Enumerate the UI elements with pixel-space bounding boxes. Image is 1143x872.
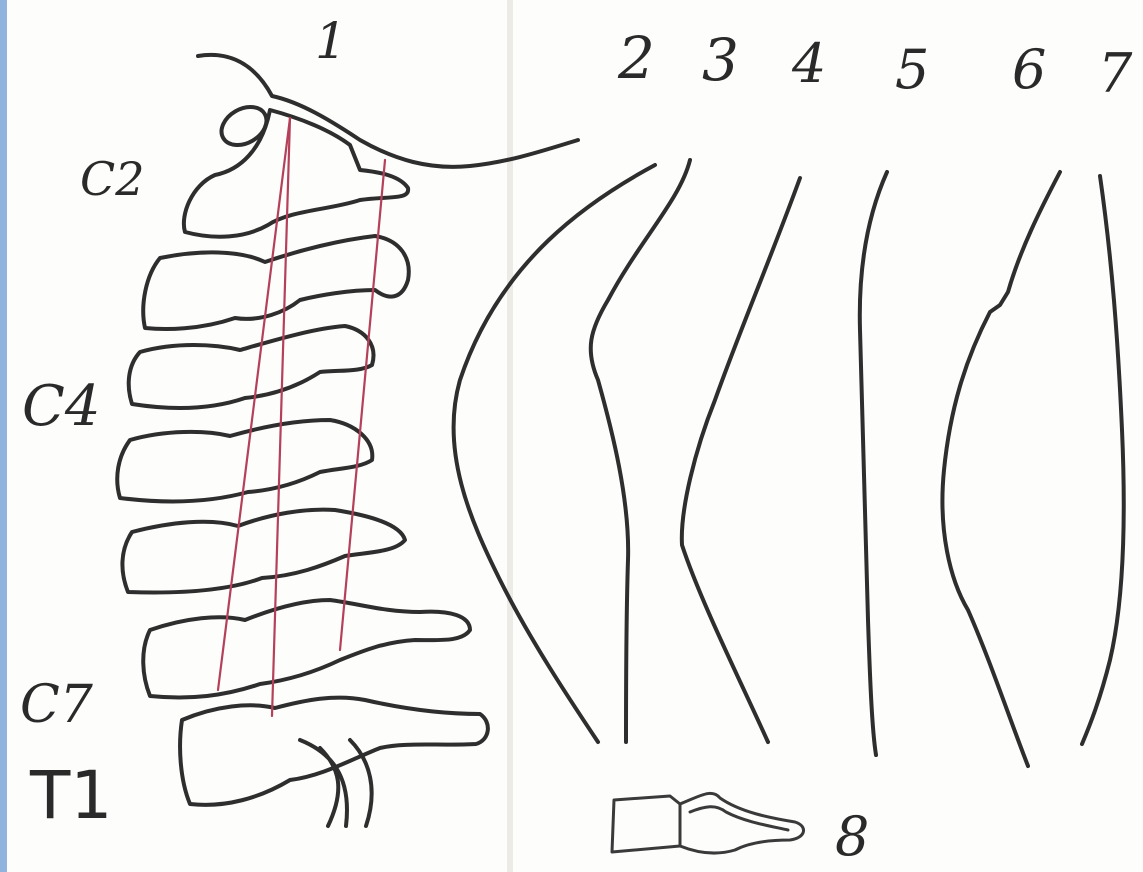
vertebra-c7 [143, 600, 470, 698]
posterior-reference-line [340, 160, 385, 650]
label-fig-1: 1 [315, 12, 347, 70]
vertebra-c5 [117, 420, 372, 501]
label-fig-3: 3 [702, 26, 739, 94]
first-rib [300, 740, 372, 826]
label-c7: C7 [20, 675, 94, 735]
label-fig-4: 4 [791, 32, 826, 95]
vertebra-c6 [122, 510, 405, 593]
label-fig-6: 6 [1012, 38, 1046, 101]
vertebra-c4 [129, 326, 374, 408]
curve-3 [591, 160, 690, 742]
label-fig-5: 5 [895, 38, 929, 101]
figure-8-process [680, 793, 804, 853]
label-t1: T1 [29, 757, 112, 834]
curve-7 [1082, 176, 1124, 744]
vertebra-c3 [143, 236, 408, 329]
label-fig-8: 8 [835, 805, 869, 868]
curve-5 [860, 172, 887, 755]
middle-reference-line [272, 118, 290, 716]
label-c2: C2 [80, 152, 144, 206]
vertebra-c2 [184, 110, 408, 237]
figure-8-body [612, 796, 680, 852]
vertebra-t1 [180, 698, 488, 805]
label-fig-2: 2 [617, 24, 655, 92]
curve-6 [942, 172, 1060, 766]
label-c4: C4 [22, 374, 100, 439]
curve-4 [682, 178, 800, 742]
figure-8-sketch [612, 793, 804, 853]
label-fig-7: 7 [1098, 42, 1133, 105]
